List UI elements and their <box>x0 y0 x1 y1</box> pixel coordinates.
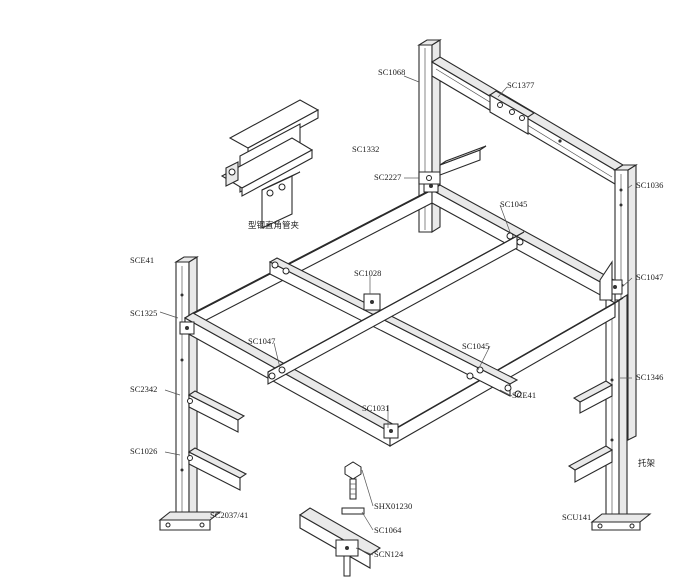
label-sc1031: SC1031 <box>362 403 389 413</box>
rear-strut <box>439 145 487 176</box>
left-bracket-lower <box>187 447 248 491</box>
label-sce41-left: SCE41 <box>130 255 154 265</box>
right-bracket-lower <box>567 445 614 483</box>
frame-beam-front-left <box>183 312 400 447</box>
frame-cross-beam-b <box>267 231 525 385</box>
corner-brace-right <box>599 260 613 301</box>
frame-beam-front-right <box>389 297 624 447</box>
label-sc1026: SC1026 <box>130 446 157 456</box>
label-scu141: SCU141 <box>562 512 591 522</box>
label-sc1377: SC1377 <box>507 80 534 90</box>
left-front-post <box>158 256 222 531</box>
right-front-post <box>590 294 652 531</box>
right-bracket-upper <box>572 380 614 414</box>
label-sc1036: SC1036 <box>636 180 663 190</box>
label-sc1045-mid: SC1045 <box>462 341 489 351</box>
label-scn124: SCN124 <box>374 549 404 559</box>
label-sc1047-right: SC1047 <box>636 272 663 282</box>
label-sc2037: SC2037/41 <box>210 510 248 520</box>
label-shx01230: SHX01230 <box>374 501 412 511</box>
ibeam-clamp-detail <box>220 99 320 229</box>
top-beam-clamp <box>488 90 536 135</box>
label-sc1028: SC1028 <box>354 268 381 278</box>
label-sc1045-top: SC1045 <box>500 199 527 209</box>
label-tuojia: 托架 <box>638 458 656 469</box>
rear-post-clamp <box>418 171 441 185</box>
label-sce41-mid: SCE41 <box>512 390 536 400</box>
frame-beam-back-right <box>430 184 625 304</box>
label-sc1064: SC1064 <box>374 525 402 535</box>
label-sc1068: SC1068 <box>378 67 405 77</box>
label-clamp-caption: 型钢直角管夹 <box>248 220 300 231</box>
leader-lines <box>159 75 633 556</box>
left-bracket-upper <box>187 390 246 433</box>
label-sc2342: SC2342 <box>130 384 157 394</box>
frame-cross-beam-a <box>268 257 519 397</box>
label-sc1325: SC1325 <box>130 308 157 318</box>
fastener-detail <box>298 461 382 577</box>
label-sc1332: SC1332 <box>352 144 379 154</box>
label-sc2227: SC2227 <box>374 172 401 182</box>
label-sc1047-left: SC1047 <box>248 336 275 346</box>
label-sc1346: SC1346 <box>636 372 663 382</box>
